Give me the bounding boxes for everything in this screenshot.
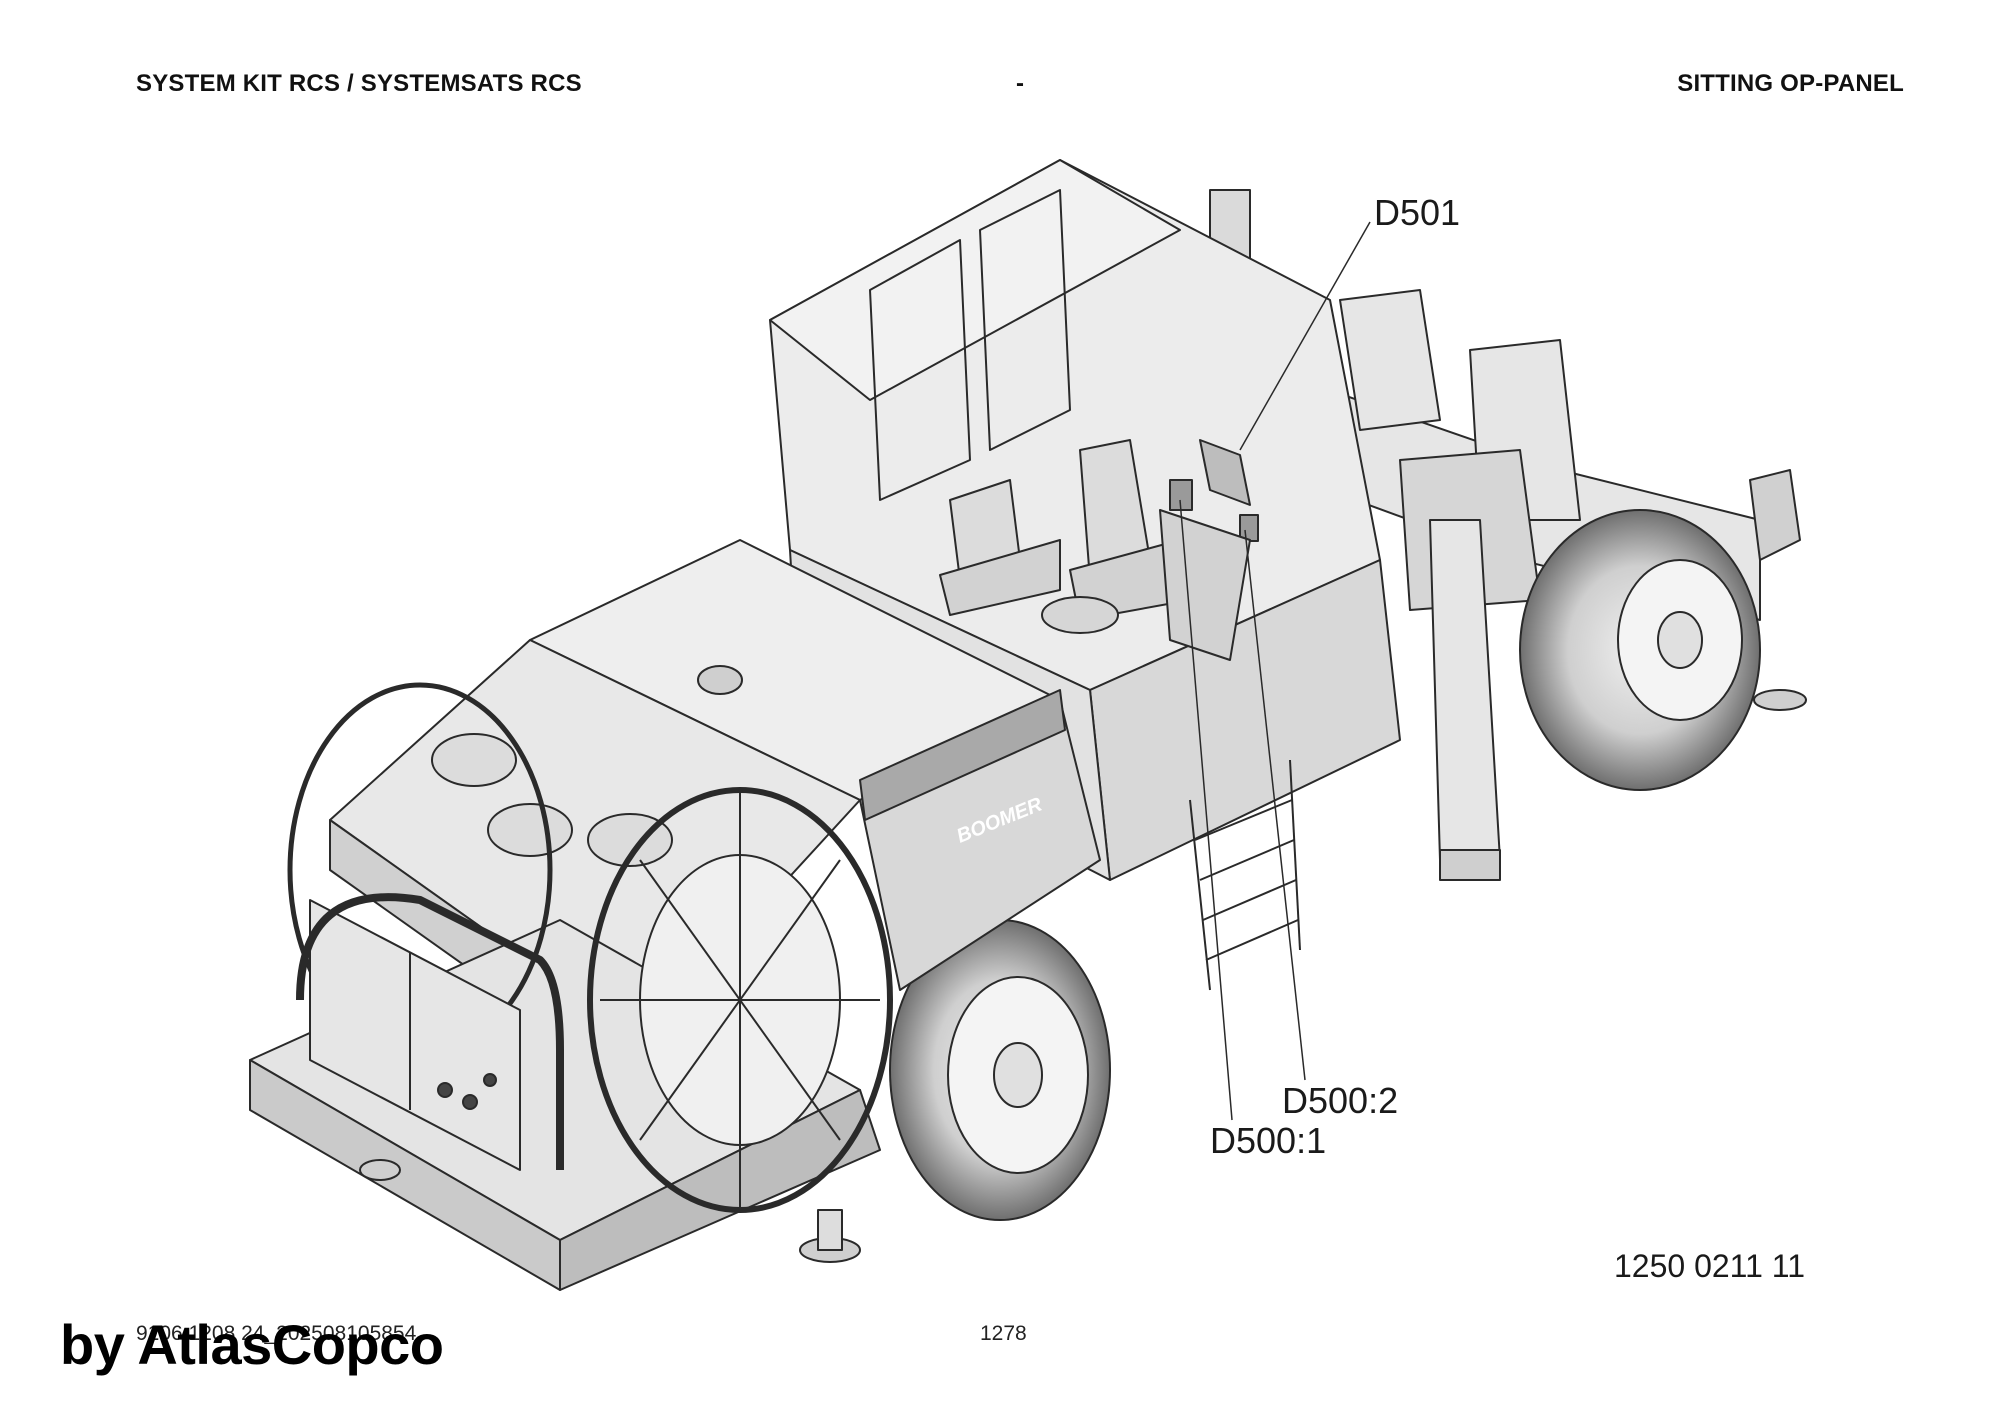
sitting-op-panel (1159, 439, 1259, 661)
header-section-title: SITTING OP-PANEL (1677, 70, 1904, 97)
cable-reel-front (587, 787, 893, 1213)
front-wheel (889, 919, 1111, 1221)
callout-d500-1: D500:1 (1210, 1120, 1327, 1161)
front-control-box (296, 893, 564, 1171)
rear-chassis (1189, 189, 1801, 881)
rear-wheel (1519, 509, 1761, 791)
callout-d500-2: D500:2 (1282, 1080, 1399, 1121)
header-system-kit: SYSTEM KIT RCS / SYSTEMSATS RCS (136, 70, 582, 97)
operator-seats (939, 439, 1191, 634)
stabilizer-jacks (359, 689, 1807, 1263)
hydraulic-tanks (431, 665, 743, 867)
access-ladder (1189, 759, 1301, 991)
callout-leader-lines (1179, 221, 1371, 1121)
callout-d501: D501 (1374, 192, 1461, 233)
atlascopco-watermark: by AtlasCopco (60, 1313, 444, 1376)
page-number: 1278 (980, 1322, 1027, 1345)
header-separator: - (1016, 70, 1025, 97)
document-reference: 9106 1208 24_202508105854 (136, 1322, 417, 1345)
drawing-number: 1250 0211 11 (1614, 1248, 1805, 1284)
